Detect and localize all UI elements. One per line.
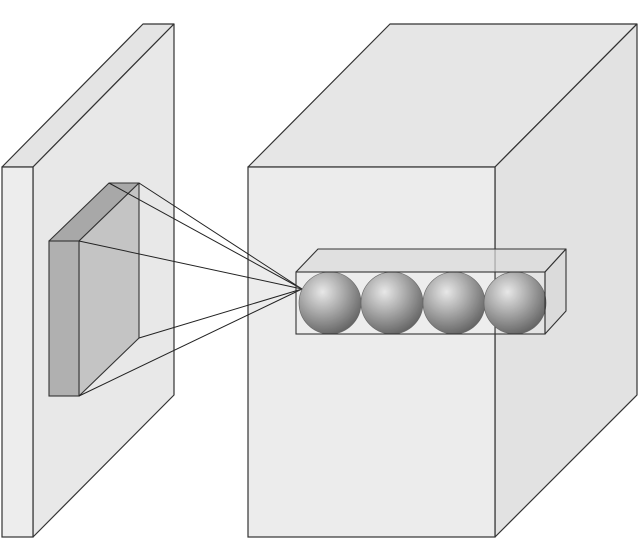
input-slab-front bbox=[1, 166, 34, 538]
neuron-column-top bbox=[295, 248, 567, 273]
projection-line-5 bbox=[78, 288, 303, 397]
neuron-column bbox=[295, 248, 567, 335]
projection-line-4 bbox=[138, 288, 303, 339]
neuron-column-front bbox=[295, 271, 546, 335]
filter-cuboid bbox=[48, 182, 140, 397]
projection-lines bbox=[78, 182, 303, 397]
output-volume-front bbox=[247, 166, 496, 538]
projection-line-3 bbox=[78, 240, 303, 290]
filter-front bbox=[48, 240, 80, 397]
projection-line-1 bbox=[108, 182, 303, 290]
projection-line-2 bbox=[138, 182, 303, 290]
